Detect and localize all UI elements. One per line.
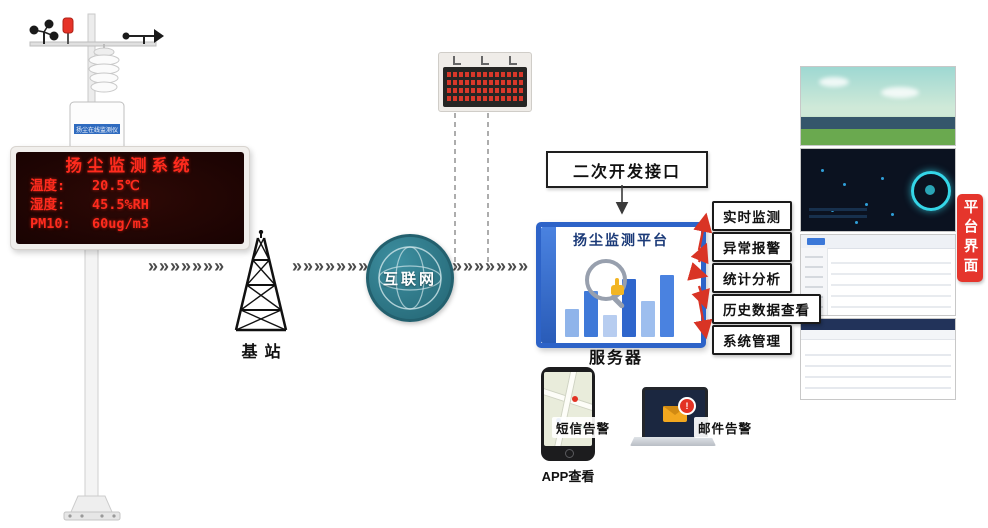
sms-alert-label: 短信告警 (552, 417, 615, 438)
led-row-humidity: 湿度:45.5%RH (30, 197, 149, 213)
internet-label: 互联网 (382, 270, 437, 288)
led-row-pm10: PM10:60ug/m3 (30, 216, 149, 232)
base-station-tower-icon (234, 230, 288, 332)
platform-screenshot-table-2 (800, 318, 956, 400)
monitoring-station-illustration: 扬尘在线监测仪 (29, 13, 164, 521)
beacon-light-icon (62, 17, 74, 44)
signal-arrow-trail-2: »»»»»»» (292, 256, 370, 276)
phone-illustration (541, 367, 595, 461)
platform-screenshot-video (800, 66, 956, 146)
outdoor-led-panel-photo (438, 52, 532, 112)
globe-grid-icon (378, 246, 442, 310)
pole-flare (70, 495, 113, 513)
panel-screen (443, 67, 527, 107)
alert-badge-icon: ! (678, 397, 696, 415)
feature-box-statistics: 统计分析 (712, 263, 792, 293)
email-envelope-icon: ! (663, 397, 696, 422)
station-crossarm (29, 41, 157, 47)
signal-arrow-trail-3: »»»»»»» (452, 256, 530, 276)
anemometer-icon (29, 19, 59, 44)
wind-vane-icon (122, 29, 164, 44)
server-label: 服务器 (588, 350, 643, 367)
dev-interface-label: 二次开发接口 (572, 163, 681, 181)
platform-screenshot-table-1 (800, 234, 956, 316)
platform-screenshot-dashboard (800, 148, 956, 232)
panel-sensor-icons (443, 56, 527, 65)
laptop-base (630, 437, 716, 446)
radar-ring-icon (911, 171, 951, 211)
cabinet-label: 扬尘在线监测仪 (76, 126, 118, 134)
server-monitor: 扬尘监测平台 (536, 222, 706, 348)
led-row-temperature: 温度:20.5℃ (30, 178, 140, 194)
email-alert-label: 邮件告警 (694, 417, 757, 438)
internet-globe: 互联网 (366, 234, 454, 322)
server-screen-title: 扬尘监测平台 (573, 232, 669, 248)
feature-box-alarm: 异常报警 (712, 232, 792, 262)
feature-box-system: 系统管理 (712, 325, 792, 355)
led-display-panel: 扬尘监测系统 温度:20.5℃ 湿度:45.5%RH PM10:60ug/m3 (10, 146, 250, 250)
feature-box-realtime: 实时监测 (712, 201, 792, 231)
app-view-label: APP查看 (541, 469, 595, 484)
map-pin-red (572, 396, 578, 402)
platform-interface-tag: 平台界面 (957, 194, 983, 282)
equipment-cabinet: 扬尘在线监测仪 (69, 101, 125, 151)
server-bar-chart (565, 273, 693, 337)
signal-arrow-trail-1: »»»»»»» (148, 256, 226, 276)
base-station-label: 基站 (241, 344, 288, 361)
phone-home-button (564, 449, 574, 458)
pole-base-plate (63, 511, 121, 521)
server-side-strip (541, 227, 556, 343)
dev-interface-box: 二次开发接口 (546, 151, 708, 188)
hand-cursor-icon (611, 278, 624, 295)
led-screen: 扬尘监测系统 温度:20.5℃ 湿度:45.5%RH PM10:60ug/m3 (16, 152, 244, 244)
radiation-shield-icon (88, 44, 120, 93)
feature-box-history: 历史数据查看 (712, 294, 821, 324)
led-title: 扬尘监测系统 (65, 156, 195, 175)
